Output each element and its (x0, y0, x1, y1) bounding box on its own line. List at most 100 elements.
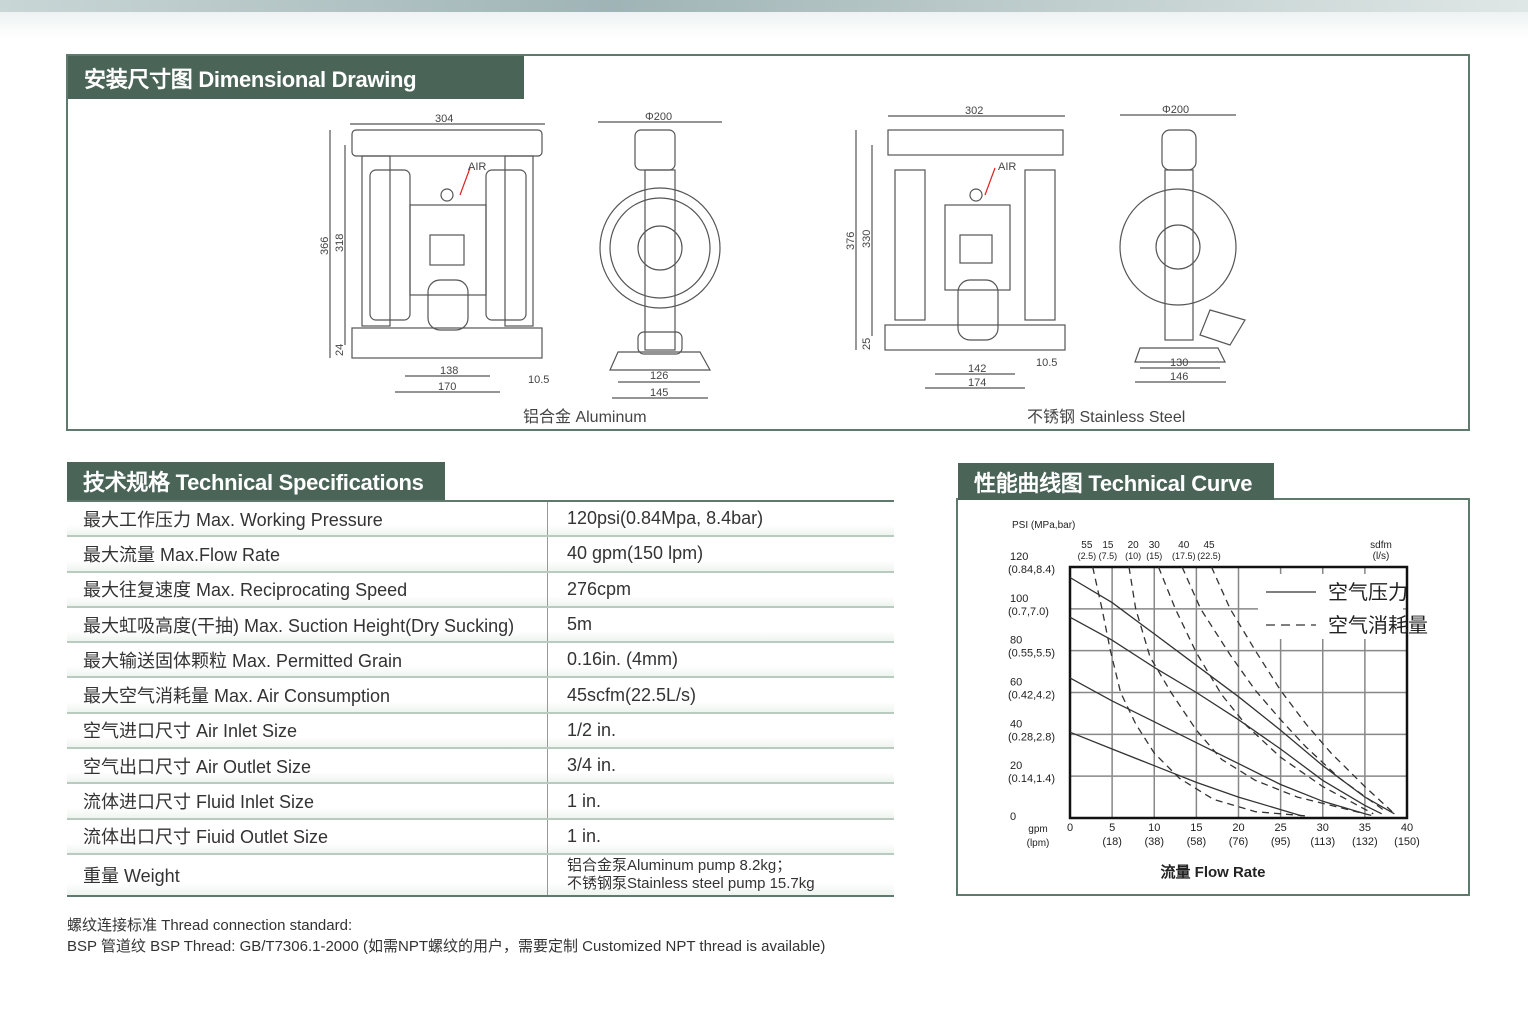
y-tick-sublabel: (0.14,1.4) (1008, 773, 1055, 785)
air-pressure-curve (1069, 616, 1382, 815)
spec-label: 流体进口尺寸 Fluid Inlet Size (67, 784, 548, 818)
air-consumption-curve (1210, 566, 1395, 815)
spec-value: 1 in. (567, 790, 602, 811)
steel-pump-drawing: 302 376 330 25 AIR 142 174 10.5 Φ200 130… (845, 104, 1246, 389)
dim-offset: 10.5 (1036, 357, 1057, 369)
spec-row: 流体进口尺寸 Fluid Inlet Size 1 in. (67, 784, 894, 820)
top-sublabel: (7.5) (1099, 551, 1118, 561)
spec-value: 0.16in. (4mm) (567, 649, 679, 670)
spec-label: 空气进口尺寸 Air Inlet Size (67, 713, 548, 748)
y-tick-label: 120 (1010, 551, 1028, 563)
dim-height-total: 366 (319, 237, 331, 255)
dim-base: 24 (334, 344, 346, 356)
x-tick-label: 35 (1359, 822, 1371, 834)
dimensional-drawing-panel (66, 54, 1470, 431)
y-tick-label: 100 (1010, 593, 1028, 605)
air-consumption-curve (1092, 566, 1306, 817)
plot-frame (1068, 565, 1409, 820)
x-tick-sublabel: (58) (1187, 836, 1207, 848)
y-tick-sublabel: (0.84,8.4) (1008, 564, 1055, 576)
x-tick-label: 25 (1275, 822, 1287, 834)
x-tick-label: 0 (1067, 822, 1073, 834)
x-tick-label: 20 (1232, 822, 1244, 834)
spec-value: 276cpm (567, 578, 632, 599)
air-label: AIR (468, 161, 486, 173)
top-sublabel: (17.5) (1172, 551, 1196, 561)
x-tick-label: 30 (1317, 822, 1329, 834)
dim-bolt-outer: 174 (968, 377, 986, 389)
thread-note-2: BSP 管道纹 BSP Thread: GB/T7306.1-2000 (如需N… (67, 938, 826, 955)
spec-value: 40 gpm(150 lpm) (567, 543, 704, 564)
spec-row: 最大虹吸高度(干抽) Max. Suction Height(Dry Sucki… (67, 607, 894, 644)
top-label: 30 (1149, 540, 1161, 551)
x-tick-sublabel: (18) (1102, 836, 1122, 848)
dim-foot-outer: 146 (1170, 371, 1188, 383)
dim-diameter: Φ200 (645, 111, 672, 123)
spec-label: 最大流量 Max.Flow Rate (67, 537, 548, 571)
x-tick-sublabel: (95) (1271, 836, 1291, 848)
aluminum-pump-drawing: 304 366 318 24 AIR 138 170 10.5 Φ200 126… (319, 111, 722, 399)
x-tick-sublabel: (132) (1352, 836, 1378, 848)
air-pressure-curve (1069, 731, 1302, 817)
spec-label: 空气出口尺寸 Air Outlet Size (67, 749, 548, 783)
y-tick-sublabel: (0.28,2.8) (1008, 731, 1055, 743)
spec-row: 空气进口尺寸 Air Inlet Size 1/2 in. (67, 713, 894, 750)
air-label: AIR (998, 161, 1016, 173)
thread-note-1: 螺纹连接标准 Thread connection standard: (67, 917, 353, 934)
dim-height-total: 376 (845, 232, 857, 250)
top-label: 55 (1081, 540, 1093, 551)
spec-label: 最大往复速度 Max. Reciprocating Speed (67, 572, 548, 606)
top-sublabel: (10) (1125, 551, 1141, 561)
dim-width: 302 (965, 105, 983, 117)
y-tick-sublabel: (0.55,5.5) (1008, 648, 1055, 660)
spec-value: 1/2 in. (567, 719, 617, 740)
top-label: 40 (1178, 540, 1190, 551)
dim-bolt-inner: 138 (440, 365, 458, 377)
x-tick-label: 15 (1190, 822, 1202, 834)
dim-bolt-outer: 170 (438, 381, 456, 393)
spec-value: 1 in. (567, 825, 602, 846)
y-tick-sublabel: (0.7,7.0) (1008, 606, 1049, 618)
dim-foot-inner: 126 (650, 370, 668, 382)
aluminum-caption: 铝合金 Aluminum (523, 409, 647, 426)
y-axis-unit: PSI (MPa,bar) (1012, 520, 1075, 531)
x-tick-sublabel: (38) (1144, 836, 1164, 848)
specs-title: 技术规格 Technical Specifications (67, 462, 445, 500)
top-label: 20 (1128, 540, 1140, 551)
air-consumption-curve (1157, 566, 1374, 815)
x-tick-label: 5 (1109, 822, 1115, 834)
dim-offset: 10.5 (528, 374, 549, 386)
y-tick-label: 40 (1010, 718, 1022, 730)
dim-height-inner: 318 (334, 234, 346, 252)
x-tick-sublabel: (150) (1394, 836, 1420, 848)
x-tick-sublabel: (113) (1310, 836, 1335, 848)
top-sublabel: (15) (1146, 551, 1162, 561)
spec-value: 5m (567, 614, 593, 635)
x-tick-sublabel: (76) (1229, 836, 1249, 848)
spec-value: 铝合金泵Aluminum pump 8.2kg；不锈钢泵Stainless st… (548, 855, 894, 895)
top-label: 45 (1203, 540, 1215, 551)
air-consumption-curve (1181, 566, 1387, 813)
legend-label: 空气压力 (1328, 581, 1408, 604)
y-tick-label: 60 (1010, 677, 1022, 689)
legend-label: 空气消耗量 (1328, 614, 1428, 637)
curve-title: 性能曲线图 Technical Curve (958, 463, 1274, 500)
spec-label: 重量 Weight (67, 854, 548, 895)
spec-value: 120psi(0.84Mpa, 8.4bar) (567, 508, 764, 529)
spec-label: 最大虹吸高度(干抽) Max. Suction Height(Dry Sucki… (67, 607, 548, 642)
x-unit: gpm (1028, 824, 1047, 835)
dim-width: 304 (435, 113, 453, 125)
weight-steel: 不锈钢泵Stainless steel pump 15.7kg (567, 874, 815, 892)
spec-row: 最大流量 Max.Flow Rate 40 gpm(150 lpm) (67, 537, 894, 573)
spec-row: 最大往复速度 Max. Reciprocating Speed 276cpm (67, 572, 894, 608)
x-unit-sub: (lpm) (1027, 838, 1050, 849)
y-tick-label: 20 (1010, 760, 1022, 772)
y-tick-label: 0 (1010, 811, 1016, 823)
